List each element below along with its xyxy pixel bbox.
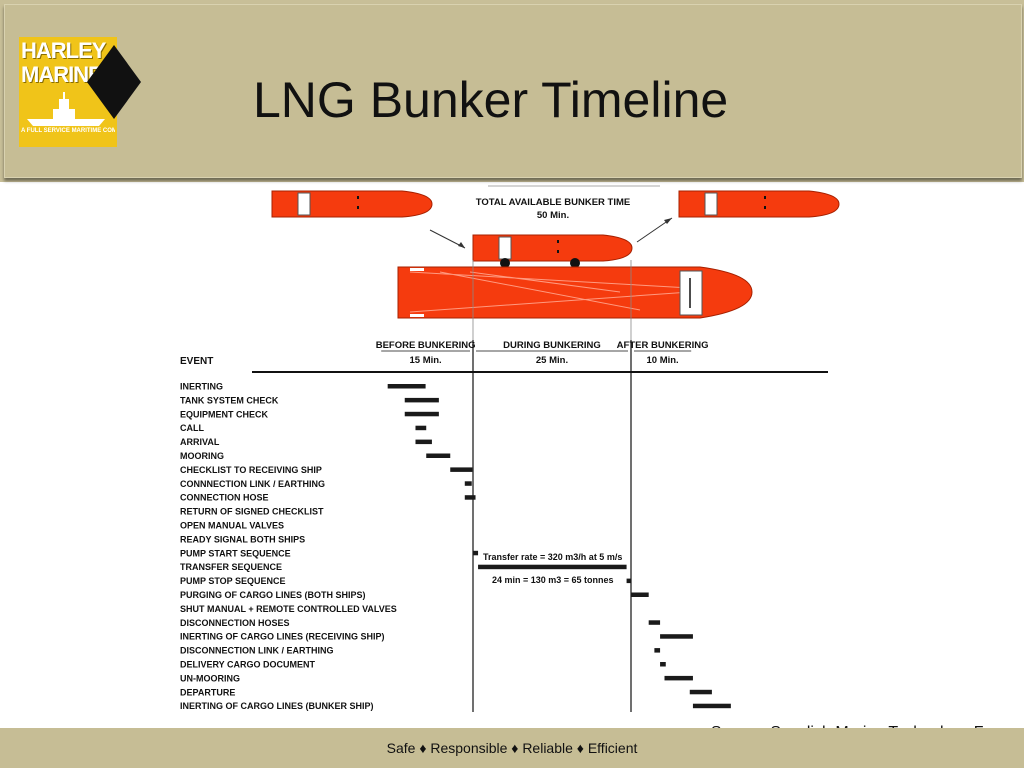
event-label: PURGING OF CARGO LINES (BOTH SHIPS) [180, 590, 366, 600]
event-label: PUMP START SEQUENCE [180, 548, 291, 558]
event-bar [404, 411, 439, 417]
event-bar [387, 384, 426, 389]
logo-text-line1: HARLEY [21, 38, 106, 63]
phase-duration-label: 25 Min. [536, 355, 568, 366]
event-bar [654, 648, 661, 653]
event-bar [631, 592, 649, 597]
event-bar [464, 495, 476, 500]
phase-label: BEFORE BUNKERING [376, 340, 476, 351]
phase-headers: BEFORE BUNKERING 15 Min. DURING BUNKERING 2… [376, 340, 709, 366]
event-label: UN-MOORING [180, 673, 240, 683]
event-label: OPEN MANUAL VALVES [180, 521, 284, 531]
event-bar [648, 620, 661, 625]
event-label: TRANSFER SEQUENCE [180, 562, 282, 572]
bunker-ship-moored-illustration [472, 234, 633, 268]
footer-tagline: Safe ♦ Responsible ♦ Reliable ♦ Efficien… [386, 740, 638, 756]
event-bar [660, 662, 666, 667]
tugboat-icon [27, 92, 105, 126]
bunker-ship-illustration-left [271, 190, 433, 218]
event-label: TANK SYSTEM CHECK [180, 395, 279, 405]
event-label: CONNECTION HOSE [180, 493, 269, 503]
event-label: INERTING OF CARGO LINES (RECEIVING SHIP) [180, 632, 385, 642]
event-bar [664, 675, 693, 681]
event-bar [415, 425, 427, 431]
event-label: MOORING [180, 451, 224, 461]
event-label: DEPARTURE [180, 687, 235, 697]
phase-label: DURING BUNKERING [503, 340, 601, 351]
event-label: EQUIPMENT CHECK [180, 409, 269, 419]
event-label: ARRIVAL [180, 437, 220, 447]
event-bar [426, 453, 451, 458]
event-bar [450, 467, 473, 472]
transfer-total-annotation: 24 min = 130 m3 = 65 tonnes [492, 575, 614, 585]
phase-duration-label: 15 Min. [409, 355, 441, 366]
slide-footer: Safe ♦ Responsible ♦ Reliable ♦ Efficien… [0, 728, 1024, 768]
event-label: RETURN OF SIGNED CHECKLIST [180, 507, 324, 517]
event-bar [626, 578, 631, 584]
phase-label: AFTER BUNKERING [617, 340, 709, 351]
event-label: PUMP STOP SEQUENCE [180, 576, 286, 586]
event-bar [692, 703, 731, 709]
event-bar [404, 397, 439, 403]
bunker-timeline-chart: TOTAL AVAILABLE BUNKER TIME 50 Min. EVEN… [180, 185, 840, 712]
slide-title: LNG Bunker Timeline [253, 72, 729, 128]
event-bar [464, 481, 472, 486]
event-bar [478, 564, 627, 570]
event-column-header: EVENT [180, 356, 213, 367]
event-label: DELIVERY CARGO DOCUMENT [180, 660, 316, 670]
total-bunker-time-value: 50 Min. [537, 210, 569, 221]
event-label: DISCONNECTION LINK / EARTHING [180, 646, 334, 656]
event-rows: INERTING TANK SYSTEM CHECK EQUIPMENT CHECK… [180, 382, 731, 711]
event-label: CALL [180, 423, 204, 433]
logo-tagline: A FULL SERVICE MARITIME COMPANY [21, 128, 115, 134]
logo-text-line2: MARINE [21, 62, 103, 87]
bunker-ship-illustration-right [678, 190, 840, 218]
event-label: INERTING [180, 382, 223, 392]
event-bar [689, 689, 712, 695]
event-bar [415, 439, 432, 445]
event-bar [473, 550, 479, 556]
diamond-icon [87, 45, 141, 119]
event-label: DISCONNECTION HOSES [180, 618, 290, 628]
header-panel: HARLEY MARINE A FULL SERVICE MARITIME CO… [4, 4, 1022, 178]
event-label: READY SIGNAL BOTH SHIPS [180, 534, 305, 544]
transfer-rate-annotation: Transfer rate = 320 m3/h at 5 m/s [483, 552, 622, 562]
event-label: CHECKLIST TO RECEIVING SHIP [180, 465, 322, 475]
event-bar [660, 634, 693, 639]
receiving-ship-illustration [397, 266, 753, 319]
phase-boundaries [472, 260, 632, 712]
event-label: SHUT MANUAL + REMOTE CONTROLLED VALVES [180, 604, 397, 614]
slide-header: HARLEY MARINE A FULL SERVICE MARITIME CO… [0, 0, 1024, 182]
event-label: CONNNECTION LINK / EARTHING [180, 479, 325, 489]
total-bunker-time-label: TOTAL AVAILABLE BUNKER TIME [476, 197, 630, 208]
event-label: INERTING OF CARGO LINES (BUNKER SHIP) [180, 701, 374, 711]
phase-duration-label: 10 Min. [646, 355, 678, 366]
